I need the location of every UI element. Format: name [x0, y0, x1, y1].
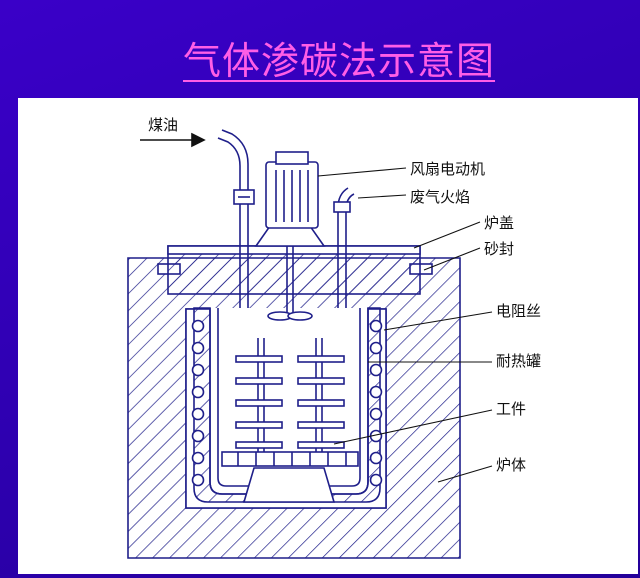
label-resistance-wire: 电阻丝 [496, 302, 541, 320]
workpiece-tray [221, 451, 359, 467]
label-workpiece: 工件 [496, 400, 526, 418]
slide-title: 气体渗碳法示意图 [183, 39, 496, 83]
motor-base [254, 225, 326, 247]
lid-top-plate [167, 245, 421, 255]
diagram-panel: 煤油 风扇电动机 废气火焰 炉盖 砂封 电阻丝 耐热罐 工件 炉体 [18, 98, 638, 574]
exhaust-nozzle [333, 201, 351, 213]
label-kerosene: 煤油 [148, 116, 178, 134]
resistance-wire-right [369, 319, 383, 487]
retort-base [242, 467, 336, 503]
workpiece-rack-right [297, 338, 345, 452]
resistance-wire-left [191, 319, 205, 487]
label-furnace-body: 炉体 [496, 456, 526, 474]
kerosene-pipe [217, 137, 241, 308]
motor-fins [275, 170, 309, 222]
label-sand-seal: 砂封 [484, 240, 514, 258]
tray-dividers [237, 452, 347, 466]
label-furnace-lid: 炉盖 [484, 214, 514, 232]
workpiece-rack-left [235, 338, 283, 452]
label-retort: 耐热罐 [496, 352, 541, 370]
leader-lines [317, 167, 493, 483]
carburizing-diagram: 煤油 风扇电动机 废气火焰 炉盖 砂封 电阻丝 耐热罐 工件 炉体 [127, 116, 541, 559]
label-exhaust-flame: 废气火焰 [410, 188, 470, 206]
label-fan-motor: 风扇电动机 [410, 160, 485, 178]
retort-liner [193, 307, 381, 503]
fan-impeller [267, 311, 313, 321]
